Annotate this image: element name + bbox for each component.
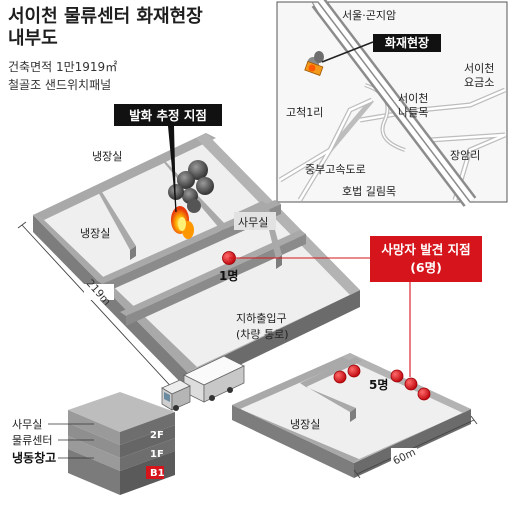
legend-logistics: 물류센터 xyxy=(12,434,52,447)
map-label-expressway: 중부고속도로 xyxy=(305,163,366,176)
victim-count-group: 5명 xyxy=(369,378,388,392)
location-map: 화재현장 서울·곤지암 서이천 요금소 서이천 나들목 고척1리 장암리 중부고… xyxy=(276,0,508,207)
victim-markers xyxy=(222,251,431,401)
smoke-icon xyxy=(168,160,214,213)
building-area: 건축면적 1만1919㎡ xyxy=(8,60,118,74)
truck-icon xyxy=(161,355,245,411)
map-label-interchange-2: 나들목 xyxy=(398,106,428,119)
floor-tag-b1: B1 xyxy=(150,468,165,479)
room-label-office: 사무실 xyxy=(238,216,268,229)
victim-marker-icon xyxy=(417,387,431,401)
victims-label-line-1: 사망자 발견 지점 xyxy=(381,242,470,257)
lower-building xyxy=(232,353,471,478)
room-label-cold-left: 냉장실 xyxy=(80,227,110,240)
victim-marker-icon xyxy=(390,369,404,383)
entrance-label-line-2: (차량 통로) xyxy=(236,328,289,341)
title: 서이천 물류센터 화재현장 내부도 xyxy=(8,6,276,50)
map-label-interchange-1: 서이천 xyxy=(398,91,428,105)
entrance-label-line-1: 지하출입구 xyxy=(236,311,287,325)
map-label-gocheok: 고척1리 xyxy=(286,106,323,119)
victim-marker-icon xyxy=(347,364,361,378)
floor-plan xyxy=(33,133,360,390)
victim-count-single: 1명 xyxy=(219,269,238,283)
room-label-cold-top: 냉장실 xyxy=(92,150,122,163)
map-label-seoul: 서울·곤지암 xyxy=(342,9,396,22)
fire-site-marker xyxy=(304,51,324,76)
victim-marker-icon xyxy=(404,377,418,391)
map-label-hobeop: 호법 길림목 xyxy=(342,185,396,198)
expressway-road xyxy=(311,0,477,207)
building-floor-legend: 2F 1F B1 사무실 물류센터 냉동창고 xyxy=(12,392,175,495)
floor-tag-1f: 1F xyxy=(150,449,164,460)
fire-origin xyxy=(168,160,214,239)
fire-origin-label: 발화 추정 지점 xyxy=(129,108,207,123)
floor-tag-2f: 2F xyxy=(150,430,164,441)
legend-office: 사무실 xyxy=(12,418,42,431)
fire-icon xyxy=(308,64,316,72)
legend-cold-storage: 냉동창고 xyxy=(12,450,56,465)
victims-label-line-2: (6명) xyxy=(410,260,442,275)
victim-marker-icon xyxy=(333,370,347,384)
fire-icon xyxy=(171,206,194,239)
room-label-cold-bottom: 냉장실 xyxy=(290,418,320,431)
title-line-1: 서이천 물류센터 화재현장 xyxy=(8,6,203,27)
building-structure: 철골조 샌드위치패널 xyxy=(8,78,112,92)
title-line-2: 내부도 xyxy=(8,28,58,49)
map-label-tollgate-2: 요금소 xyxy=(464,76,494,89)
fire-site-label: 화재현장 xyxy=(385,35,429,50)
map-label-jangam: 장암리 xyxy=(450,149,480,162)
map-label-tollgate-1: 서이천 xyxy=(464,61,494,75)
